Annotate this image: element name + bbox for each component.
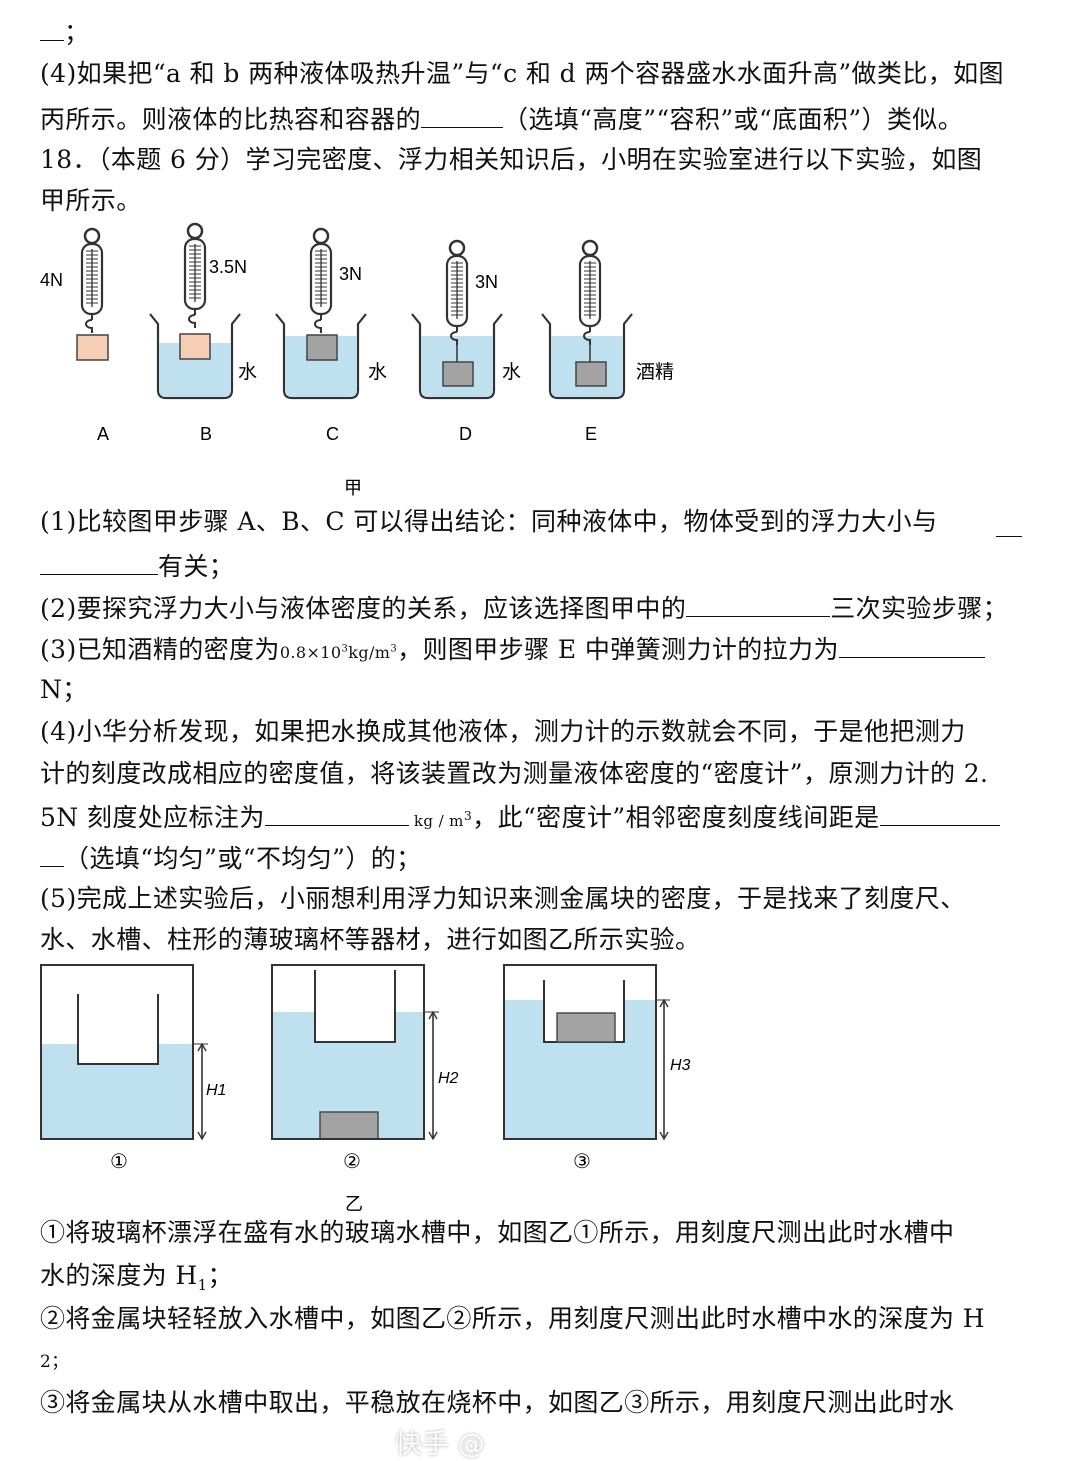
question-18-heading: 18．（本题 6 分）学习完密度、浮力相关知识后，小明在实验室进行以下实验，如图 xyxy=(40,145,983,174)
reading-a: 4N xyxy=(40,270,63,290)
tank-label-2: ② xyxy=(343,1151,361,1173)
liquid-label-b: 水 xyxy=(238,361,257,383)
step-2-line-2: 2； xyxy=(40,1352,69,1372)
answer-blank[interactable] xyxy=(686,590,831,617)
question-2: (2)要探究浮力大小与液体密度的关系，应该选择图甲中的三次实验步骤； xyxy=(40,590,1008,626)
answer-blank[interactable] xyxy=(421,101,504,128)
step-label-c: C xyxy=(326,424,339,444)
density-unit: kg / m3 xyxy=(413,808,473,830)
tank-2 xyxy=(271,964,439,1141)
answer-blank[interactable] xyxy=(879,799,1000,826)
metal-block-2 xyxy=(319,1111,379,1140)
reading-b: 3.5N xyxy=(209,257,247,277)
answer-blank[interactable] xyxy=(40,548,158,575)
step-label-e: E xyxy=(585,424,597,444)
block-a xyxy=(76,334,109,361)
step-label-d: D xyxy=(459,424,472,444)
question-5-line-1: (5)完成上述实验后，小丽想利用浮力知识来测金属块的密度，于是找来了刻度尺、 xyxy=(40,884,966,913)
beaker-e xyxy=(541,239,633,400)
question-4-line-3: 5N 刻度处应标注为 kg / m3，此“密度计”相邻密度刻度线间距是 xyxy=(40,799,1000,838)
watermark: 快手 @ xyxy=(395,1429,485,1460)
step-label-a: A xyxy=(97,424,109,444)
beaker-b xyxy=(149,222,241,400)
question-3-line-1: (3)已知酒精的密度为0.8×103kg/m3，则图甲步骤 E 中弹簧测力计的拉… xyxy=(40,631,985,670)
step-2-line-1: ②将金属块轻轻放入水槽中，如图乙②所示，用刻度尺测出此时水槽中水的深度为 H xyxy=(40,1304,985,1333)
block-e xyxy=(575,361,607,387)
tank-3 xyxy=(503,964,670,1141)
question-3-line-2: N； xyxy=(40,675,88,704)
block-c xyxy=(306,334,338,361)
tank-label-1: ① xyxy=(110,1151,128,1173)
beaker-d xyxy=(411,239,503,400)
answer-blank[interactable] xyxy=(996,510,1022,537)
height-label-h3: H3 xyxy=(670,1057,691,1074)
spring-scale-a xyxy=(76,227,109,361)
height-label-h2: H2 xyxy=(438,1070,459,1087)
question-4-line-1: (4)小华分析发现，如果把水换成其他液体，测力计的示数就会不同，于是他把测力 xyxy=(40,717,966,746)
question-5-line-2: 水、水槽、柱形的薄玻璃杯等器材，进行如图乙所示实验。 xyxy=(40,925,701,954)
text-line-5: 甲所示。 xyxy=(40,186,142,215)
liquid-label-e: 酒精 xyxy=(636,361,674,383)
figure-jia-caption: 甲 xyxy=(344,478,362,498)
question-1-line-1: (1)比较图甲步骤 A、B、C 可以得出结论：同种液体中，物体受到的浮力大小与 xyxy=(40,507,938,536)
beaker-c xyxy=(275,227,367,400)
figure-jia: 4N A 3.5N 水 B 3N 水 C 3N 水 D 酒精 E 甲 xyxy=(40,222,674,498)
text-line-1: ； xyxy=(40,14,89,50)
tank-label-3: ③ xyxy=(573,1151,591,1173)
question-1-line-2: 有关； xyxy=(40,548,234,584)
answer-blank[interactable] xyxy=(40,840,64,867)
metal-block-3 xyxy=(556,1012,616,1043)
question-4-line-4: （选填“均匀”或“不均匀”）的； xyxy=(40,840,422,876)
reading-c: 3N xyxy=(339,264,362,284)
reading-d: 3N xyxy=(475,272,498,292)
liquid-label-d: 水 xyxy=(502,361,521,383)
figure-yi: H1 ① H2 ② H3 ③ 乙 xyxy=(40,964,691,1214)
text-line-2: (4)如果把“a 和 b 两种液体吸热升温”与“c 和 d 两个容器盛水水面升高… xyxy=(40,59,1004,88)
tank-1 xyxy=(40,964,208,1141)
alcohol-density-formula: 0.8×103kg/m3 xyxy=(279,643,398,662)
step-label-b: B xyxy=(200,424,212,444)
block-b xyxy=(179,333,211,360)
answer-blank[interactable] xyxy=(264,799,409,826)
step-1-line-2: 水的深度为 H1； xyxy=(40,1261,233,1294)
step-3-line-1: ③将金属块从水槽中取出，平稳放在烧杯中，如图乙③所示，用刻度尺测出此时水 xyxy=(40,1388,955,1417)
answer-blank[interactable] xyxy=(40,14,64,41)
liquid-label-c: 水 xyxy=(368,361,387,383)
text-line-3: 丙所示。则液体的比热容和容器的（选填“高度”“容积”或“底面积”）类似。 xyxy=(40,101,963,137)
block-d xyxy=(442,361,474,387)
question-4-line-2: 计的刻度改成相应的密度值，将该装置改为测量液体密度的“密度计”，原测力计的 2. xyxy=(40,759,989,788)
answer-blank[interactable] xyxy=(838,631,985,658)
step-1-line-1: ①将玻璃杯漂浮在盛有水的玻璃水槽中，如图乙①所示，用刻度尺测出此时水槽中 xyxy=(40,1218,955,1247)
figure-yi-caption: 乙 xyxy=(345,1194,363,1214)
height-label-h1: H1 xyxy=(206,1082,226,1099)
